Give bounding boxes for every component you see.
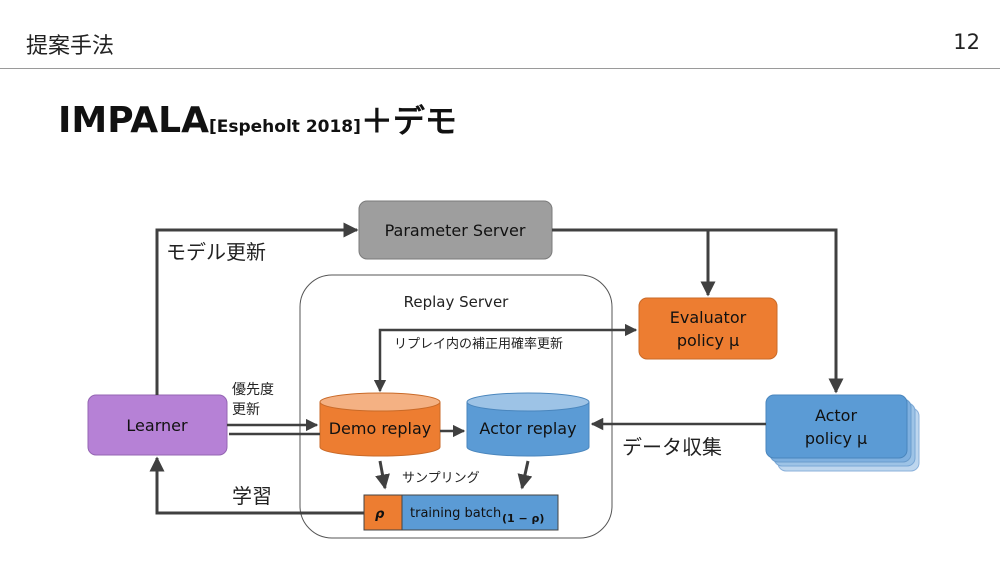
section-title: 提案手法 <box>26 34 115 59</box>
actor-replay-label: Actor replay <box>479 419 576 438</box>
sampling-label: サンプリング <box>402 471 480 486</box>
arrow-demo-replay-sampling <box>375 460 390 490</box>
actor-replay-cylinder <box>466 392 590 457</box>
arrow-parameter-server-to-actor <box>708 228 844 394</box>
arrow-parameter-server-to-evaluator <box>552 228 716 297</box>
batch-rho-segment <box>363 494 403 531</box>
training-batch-label: training batch <box>410 506 501 521</box>
correction-update-label: リプレイ内の補正用確率更新 <box>394 336 563 352</box>
demo-replay-cylinder <box>319 392 441 457</box>
batch-rho-label: ρ <box>375 507 385 522</box>
replay-server-label: Replay Server <box>404 293 510 311</box>
title-suffix: ＋デモ <box>360 102 457 140</box>
model-update-label: モデル更新 <box>166 240 266 264</box>
demo-replay-label: Demo replay <box>329 419 432 438</box>
batch-main-segment <box>401 494 559 531</box>
actor-label-line2: policy μ <box>805 429 867 448</box>
arrow-actor-replay-sampling <box>517 460 533 490</box>
actor-label-line1: Actor <box>815 406 858 425</box>
learning-label: 学習 <box>232 484 272 508</box>
priority-update-label-line1: 優先度 <box>232 382 274 398</box>
learner-label: Learner <box>126 416 188 435</box>
title-citation: [Espeholt 2018] <box>208 117 361 137</box>
parameter-server-label: Parameter Server <box>385 221 526 240</box>
replay-server-box <box>299 274 613 539</box>
arrow-batch-to-learner <box>149 456 364 515</box>
main-title: IMPALA[Espeholt 2018]＋デモ <box>58 96 457 141</box>
title-main: IMPALA <box>58 100 209 141</box>
priority-update-label-line2: 更新 <box>232 402 260 418</box>
evaluator-label-line2: policy μ <box>677 331 739 350</box>
batch-one-minus-rho-label: (1 − ρ) <box>502 512 544 525</box>
evaluator-box <box>638 297 778 360</box>
arrow-learner-to-parameter-server <box>155 222 359 395</box>
evaluator-label-line1: Evaluator <box>670 308 747 327</box>
slide-header: 提案手法 12 <box>0 0 1000 69</box>
page-number: 12 <box>953 30 980 54</box>
arrow-evaluator-demo-replay <box>373 323 638 393</box>
actor-box <box>765 394 908 459</box>
data-collection-label: データ収集 <box>622 435 722 459</box>
